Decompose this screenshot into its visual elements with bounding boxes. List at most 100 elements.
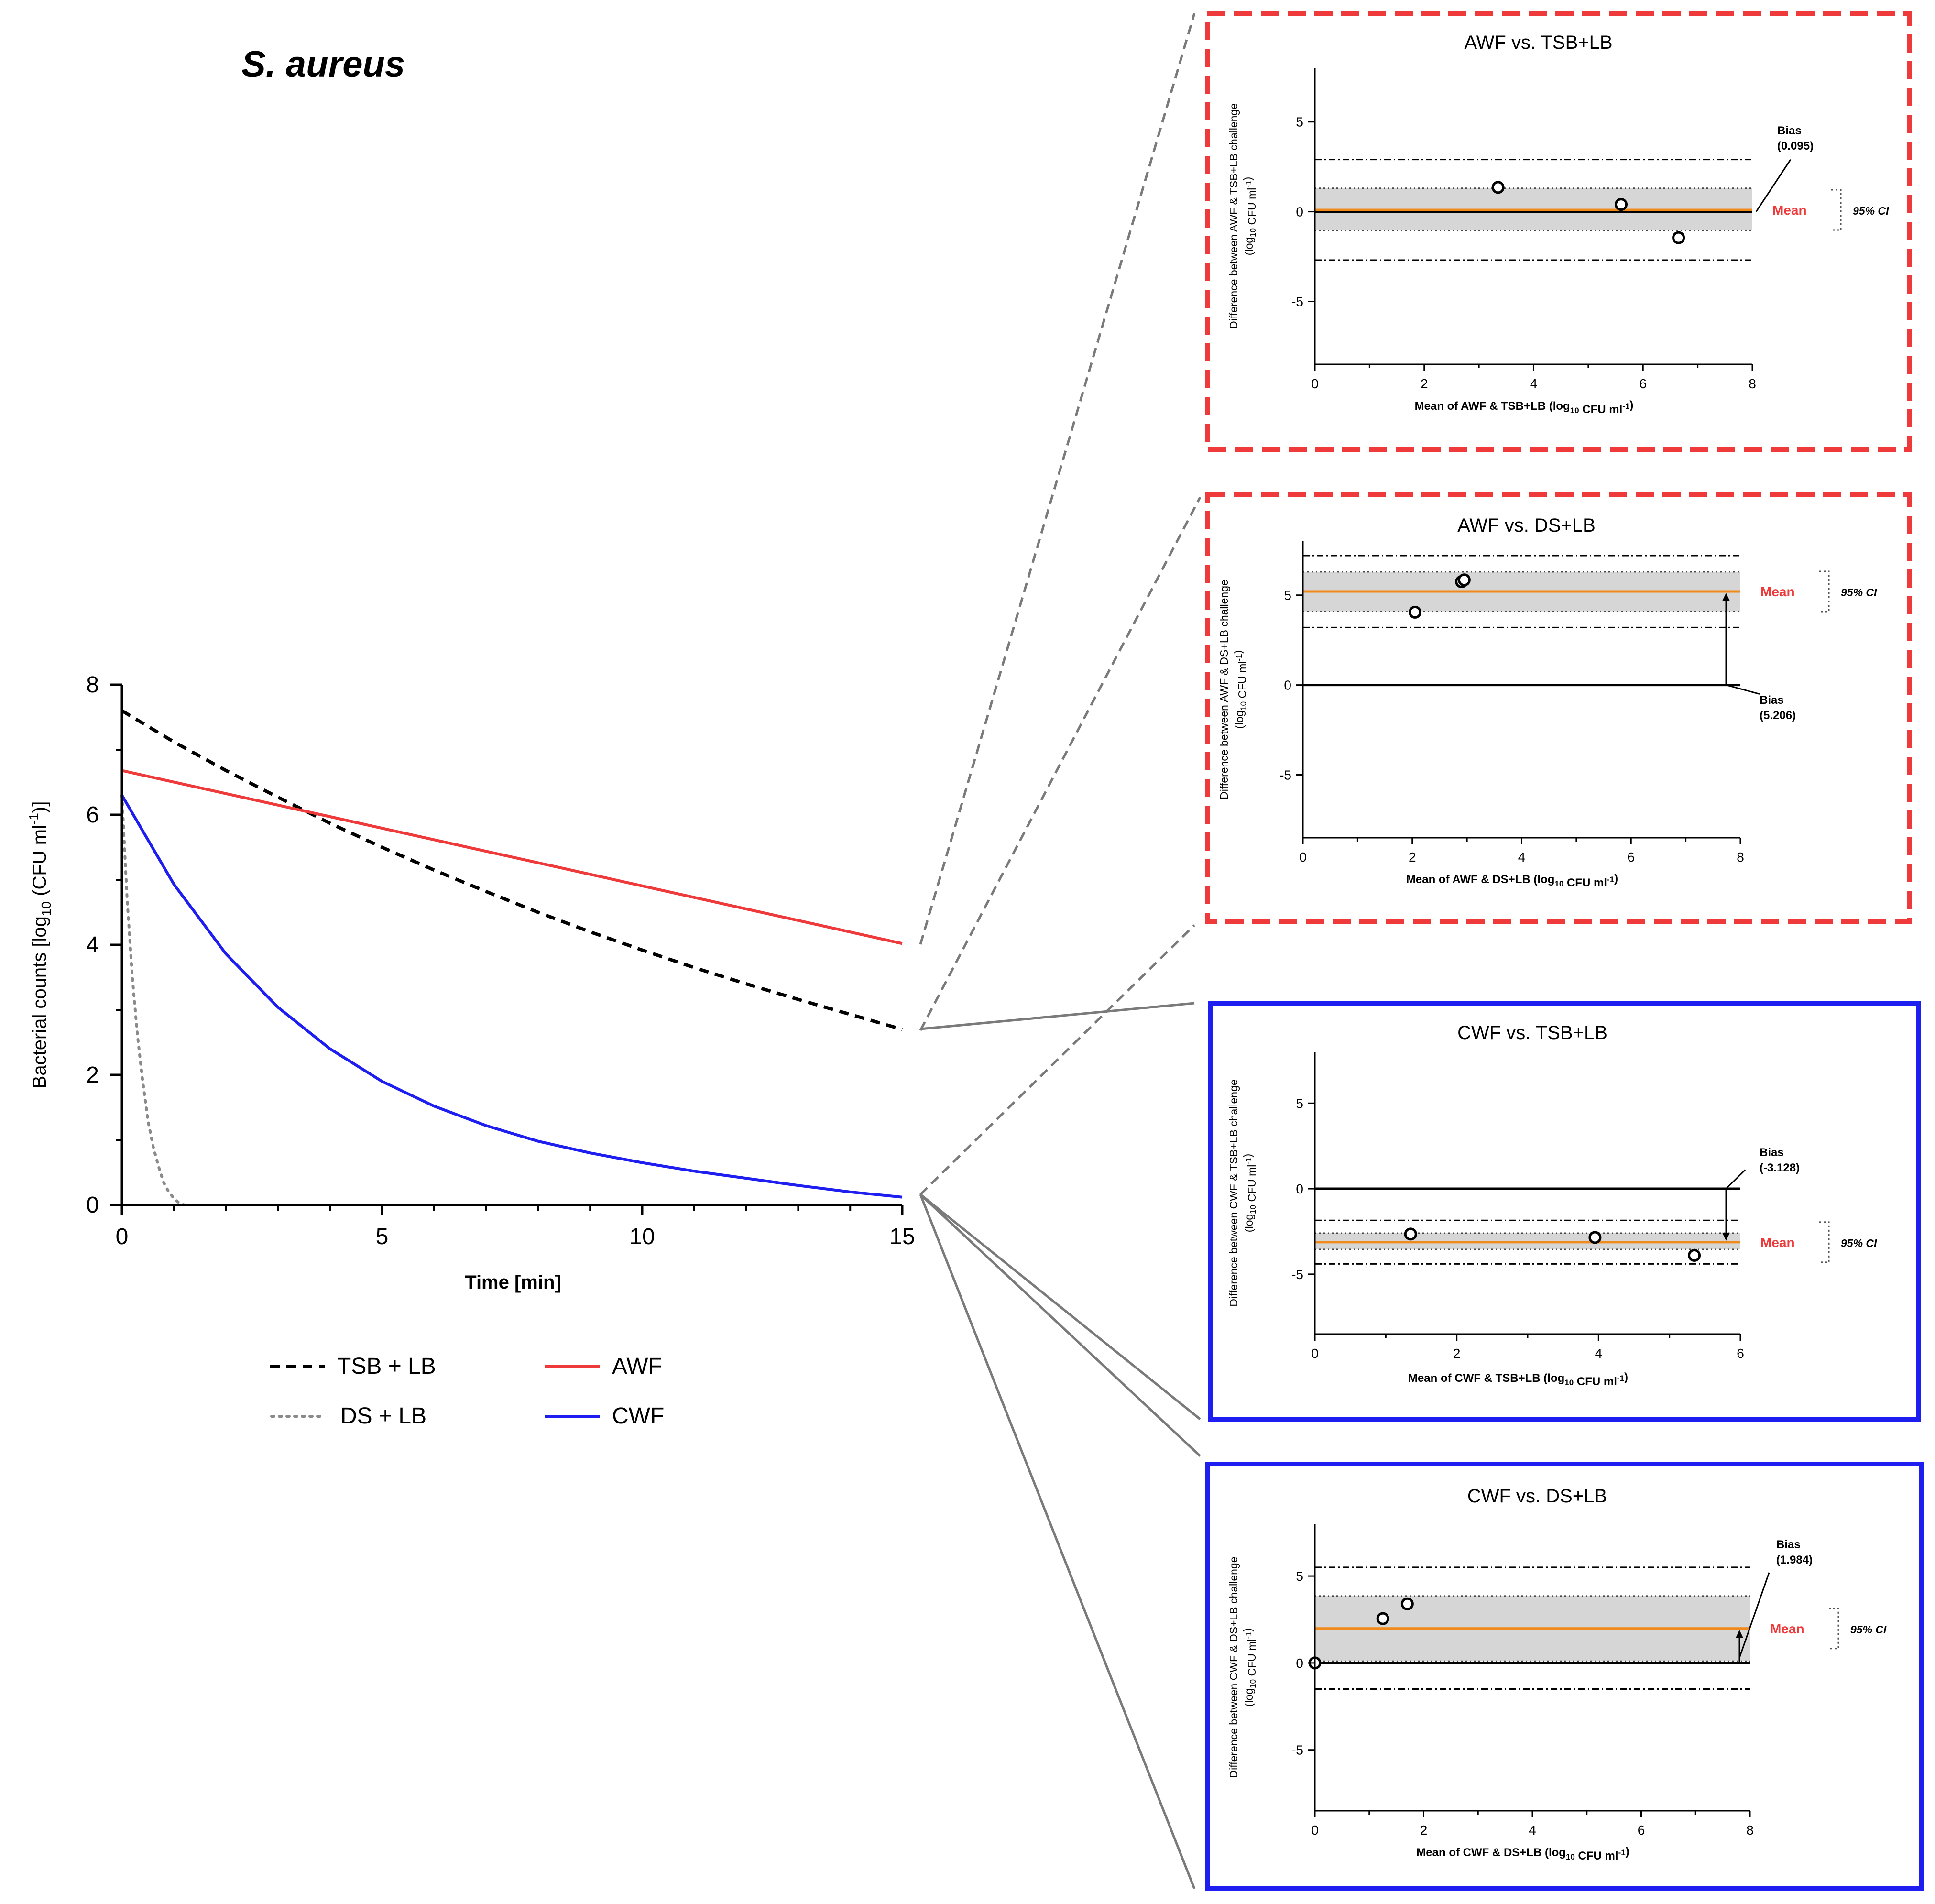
- connector-awf2-bottom: [919, 924, 1195, 1195]
- ci-label: 95% CI: [1841, 586, 1877, 599]
- data-point: [1376, 1612, 1389, 1625]
- panel-title: AWF vs. DS+LB: [1457, 515, 1596, 536]
- bias-label: Bias: [1776, 1538, 1801, 1551]
- bias-arrowhead: [1736, 1630, 1743, 1638]
- x-tick-label: 2: [1453, 1346, 1461, 1361]
- y-tick-label: 0: [1296, 1656, 1303, 1671]
- ci-bracket: [1829, 1608, 1839, 1650]
- main-title: S. aureus: [241, 44, 405, 85]
- x-tick-label: 8: [1746, 1823, 1754, 1838]
- series-tsb-lb-line: [121, 709, 903, 1031]
- legend-label-tsb-lb: TSB + LB: [337, 1354, 436, 1379]
- legend-item-ds-lb: DS + LB: [270, 1403, 426, 1429]
- connectors: [919, 13, 1202, 1889]
- data-point: [1615, 198, 1628, 211]
- series-ds-lb-line: [120, 794, 904, 1206]
- y-tick-label: -5: [1291, 294, 1303, 309]
- bias-pointer: [1755, 159, 1792, 212]
- x-tick-label: 2: [1421, 376, 1428, 391]
- panel-title: CWF vs. DS+LB: [1467, 1486, 1607, 1507]
- connector-awf-bottom: [919, 496, 1202, 1031]
- y-tick-label: 0: [1296, 205, 1303, 219]
- y-tick-label: 6: [86, 802, 99, 828]
- legend: TSB + LB DS + LB AWF CWF: [270, 1354, 664, 1429]
- panel-ylabel-line2: (log10 CFU ml-1): [1241, 1628, 1258, 1707]
- series-cwf-line: [120, 794, 903, 1199]
- main-ylabel: Bacterial counts [log10 (CFU ml-1)]: [26, 801, 54, 1089]
- legend-item-cwf: CWF: [545, 1403, 664, 1429]
- bias-value: (-3.128): [1760, 1161, 1800, 1174]
- legend-item-tsb-lb: TSB + LB: [270, 1354, 436, 1379]
- x-tick-label: 4: [1595, 1346, 1603, 1361]
- bias-pointer: [1738, 1572, 1770, 1658]
- bias-label: Bias: [1760, 1146, 1784, 1159]
- mean-label: Mean: [1770, 1621, 1804, 1636]
- ci-bracket: [1831, 189, 1842, 231]
- mean-label: Mean: [1760, 1235, 1795, 1250]
- y-tick-label: -5: [1291, 1743, 1303, 1758]
- x-tick-label: 6: [1639, 376, 1647, 391]
- panel-ylabel-line2: (log10 CFU ml-1): [1241, 177, 1258, 255]
- connector-awf-top: [919, 13, 1196, 945]
- bias-label: Bias: [1777, 124, 1802, 137]
- panel-ylabel-line1: Difference between AWF & DS+LB challenge: [1218, 580, 1230, 799]
- y-tick-label: 0: [1296, 1182, 1303, 1196]
- panel-ylabel-line2: (log10 CFU ml-1): [1232, 650, 1248, 729]
- bias-arrowhead: [1722, 592, 1730, 601]
- bias-pointer: [1725, 1169, 1746, 1190]
- ci-bracket: [1819, 570, 1830, 613]
- x-tick-label: 2: [1420, 1823, 1428, 1838]
- panel-xlabel: Mean of AWF & DS+LB (log10 CFU ml-1): [1406, 872, 1618, 889]
- legend-label-awf: AWF: [612, 1354, 662, 1379]
- panel-ylabel-line1: Difference between AWF & TSB+LB challeng…: [1227, 103, 1240, 329]
- data-point: [1457, 573, 1471, 587]
- ci-label: 95% CI: [1841, 1237, 1877, 1249]
- bias-value: (0.095): [1777, 140, 1814, 153]
- connector-cwf-a: [919, 1193, 1201, 1420]
- y-tick-label: 5: [1296, 1096, 1303, 1111]
- connector-cwf-b: [919, 1193, 1201, 1457]
- panel-xlabel: Mean of CWF & TSB+LB (log10 CFU ml-1): [1408, 1371, 1628, 1388]
- connector-cwf-c: [919, 1194, 1196, 1889]
- data-point: [1672, 231, 1685, 244]
- x-tick-label: 5: [376, 1224, 389, 1249]
- ci-label: 95% CI: [1853, 205, 1889, 217]
- mean-label: Mean: [1760, 584, 1795, 599]
- legend-label-cwf: CWF: [612, 1403, 664, 1429]
- data-point: [1408, 605, 1421, 619]
- x-tick-label: 0: [1299, 850, 1307, 864]
- panel-ylabel-line2: (log10 CFU ml-1): [1241, 1154, 1258, 1232]
- y-tick-label: 4: [86, 932, 99, 958]
- x-tick-label: 15: [889, 1224, 915, 1249]
- y-tick-label: -5: [1291, 1267, 1303, 1282]
- ci-label: 95% CI: [1850, 1623, 1887, 1636]
- panel-title: CWF vs. TSB+LB: [1457, 1022, 1607, 1043]
- data-point: [1588, 1231, 1602, 1244]
- x-tick-label: 6: [1638, 1823, 1645, 1838]
- panel-ylabel-line1: Difference between CWF & DS+LB challenge: [1227, 1556, 1240, 1778]
- y-tick-label: 0: [1284, 678, 1291, 693]
- x-tick-label: 4: [1529, 1823, 1536, 1838]
- y-tick-label: 2: [86, 1062, 99, 1088]
- y-tick-label: 0: [86, 1193, 99, 1218]
- y-tick-label: -5: [1279, 767, 1291, 782]
- bias-label: Bias: [1760, 694, 1784, 707]
- x-tick-label: 10: [629, 1224, 655, 1249]
- x-tick-label: 8: [1737, 850, 1744, 864]
- panel-title: AWF vs. TSB+LB: [1464, 32, 1612, 53]
- panel-frame-awf-ds: [1205, 492, 1912, 924]
- series-awf-line: [121, 769, 903, 945]
- x-tick-label: 0: [1311, 376, 1319, 391]
- y-tick-label: 5: [1296, 115, 1303, 130]
- bias-arrowhead: [1722, 1232, 1730, 1241]
- x-tick-label: 0: [1311, 1346, 1319, 1361]
- bias-value: (5.206): [1760, 709, 1796, 722]
- panel-xlabel: Mean of CWF & DS+LB (log10 CFU ml-1): [1416, 1845, 1629, 1862]
- main-curves: [120, 709, 904, 1206]
- x-tick-label: 8: [1749, 376, 1756, 391]
